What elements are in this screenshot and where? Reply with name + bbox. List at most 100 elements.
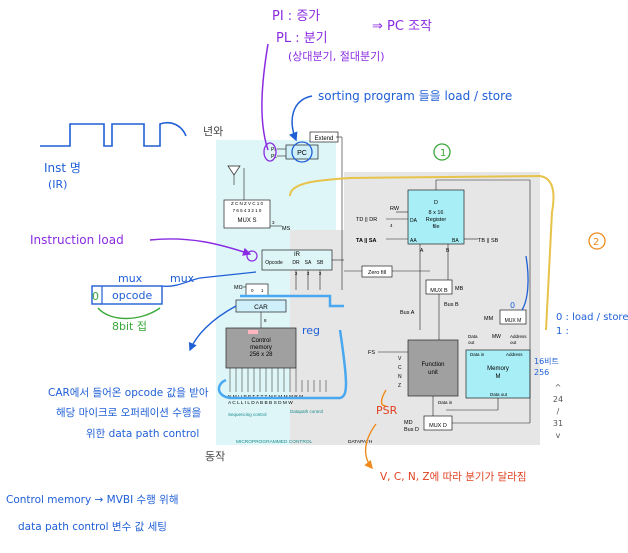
annot-256: 256 <box>534 368 549 377</box>
annot-mux-m-stroke <box>521 255 529 311</box>
ms-label: MS <box>282 226 291 232</box>
port-aa: AA <box>410 238 417 244</box>
mm-label: MM <box>484 316 494 322</box>
inverter-symbol <box>227 165 241 176</box>
function-unit-label-1: Function <box>421 362 444 368</box>
annot-control-highlight <box>217 329 348 400</box>
annot-circle-2 <box>588 232 606 250</box>
control-memory-label-1: Control <box>251 338 270 344</box>
annot-car-arrow <box>188 305 237 352</box>
scroll-down-button[interactable]: v <box>555 431 561 440</box>
annot-load-store-2: 1 : <box>556 326 569 337</box>
control-memory-label-3: 256 x 28 <box>249 352 273 358</box>
data-in-label: Data in <box>438 400 453 405</box>
side-text-bottom: 동작 <box>205 450 226 463</box>
function-unit-label-2: unit <box>428 370 438 376</box>
ir-field-sb: SB <box>317 260 324 266</box>
ir-field-dr: DR <box>292 260 300 266</box>
port-a: A <box>420 248 424 254</box>
annot-circle-2-text: 2 <box>593 237 599 248</box>
annot-psr-stroke <box>380 389 387 407</box>
datapath-control-label: Datapath control <box>290 409 323 414</box>
annot-mux-m-zero: 0 <box>510 301 515 310</box>
side-text-top: 년와 <box>203 125 224 138</box>
annot-car-highlight <box>240 294 344 308</box>
annot-sorting-arrow <box>289 95 313 142</box>
zero-fill <box>361 265 393 278</box>
memory-address-label: Address <box>506 352 523 357</box>
control-word-fields-2: A C L L I L D A B B B S D M W <box>228 400 293 406</box>
bus-d-label: Bus D <box>404 427 419 433</box>
ir-field-opcode: Opcode <box>265 260 283 266</box>
page-total: 31 <box>552 419 564 428</box>
flag-c: C <box>398 365 402 371</box>
annot-car-note-2: 해당 마이크로 오퍼레이션 수행을 <box>56 406 202 419</box>
control-memory-label-2: memory <box>250 345 272 351</box>
ir-label: IR <box>294 252 301 258</box>
mux-d-label: MUX D <box>429 423 447 429</box>
port-ba: BA <box>452 238 459 244</box>
sequencing-control-label: Sequencing control <box>228 412 267 417</box>
pc-register <box>285 144 319 160</box>
bus-a-label: Bus A <box>400 310 415 316</box>
mux-s <box>223 199 271 229</box>
datapath-caption: DATAPATH <box>348 439 373 445</box>
annot-reg-label: reg <box>302 324 320 337</box>
annot-circle-1-text: 1 <box>440 148 446 159</box>
annot-pi-circle <box>263 142 277 162</box>
annot-instruction-load: Instruction load <box>30 233 124 247</box>
data-out-label-1: Data <box>468 334 478 339</box>
annot-car-note-1: CAR에서 들어온 opcode 값을 받아 <box>48 387 209 399</box>
annot-8bit-label: 8bit 접 <box>112 320 147 333</box>
page-navigator: ^ 24 / 31 v <box>548 380 568 443</box>
annot-mux-circle <box>246 250 258 262</box>
memory-datain-top: Data in <box>470 352 485 357</box>
flag-z: Z <box>398 383 401 389</box>
register-file-label-2: file <box>432 224 439 230</box>
car-bits: 8 <box>264 318 267 323</box>
mux-c-in0: 0 <box>251 288 254 293</box>
annot-flags-note: V, C, N, Z에 따라 분기가 달라짐 <box>380 471 527 483</box>
mux-s-label: MUX S <box>237 218 256 224</box>
data-out-label-2: out <box>468 340 475 345</box>
memory-m-label-2: M <box>496 374 501 380</box>
mw-label: MW <box>492 334 501 340</box>
mux-c <box>245 283 269 297</box>
mb-label: MB <box>455 286 464 292</box>
zero-fill-label: Zero fill <box>368 270 386 276</box>
scroll-up-button[interactable]: ^ <box>554 383 562 392</box>
annot-instruction-load-arrow <box>149 238 252 256</box>
control-caption: MICROPROGRAMMED CONTROL <box>236 439 313 445</box>
tb-sb-label: TB || SB <box>478 238 499 244</box>
memory-dataout-label: Data out <box>490 392 508 397</box>
mux-m-label: MUX M <box>505 318 522 324</box>
annot-circle-1 <box>433 143 451 161</box>
register-file-size: 8 x 16 <box>429 210 444 216</box>
annot-car-note-3: 위한 data path control <box>86 427 199 440</box>
fs-label: FS <box>368 350 375 356</box>
mux-c-in1: 1 <box>261 288 264 293</box>
annot-pl-note-2: (상대분기, 절대분기) <box>288 50 385 63</box>
annot-clock-waveform <box>40 121 187 147</box>
port-da: DA <box>410 218 418 224</box>
extend-label: Extend <box>315 136 334 142</box>
annot-pc-note: ⇒ PC 조작 <box>372 19 432 34</box>
ta-sa-label: TA || SA <box>356 238 377 244</box>
annot-opcode-box <box>91 285 163 305</box>
memory-m-label-1: Memory <box>487 366 509 372</box>
annot-yellow-outline <box>289 174 555 331</box>
ir-field-sa: SA <box>305 260 312 266</box>
annot-pi-note: PI : 증가 <box>272 9 320 24</box>
flag-v: V <box>398 356 402 362</box>
control-memory <box>225 327 297 369</box>
annot-sorting-note: sorting program 들을 load / store <box>318 89 512 103</box>
annot-zero: 0 <box>92 290 99 303</box>
annot-8bit-brace <box>97 307 161 320</box>
annot-pi-stroke <box>261 43 269 151</box>
da-width: 4 <box>390 223 393 228</box>
mux-m <box>499 309 527 325</box>
memory-m <box>465 349 531 399</box>
pl-signal-label: PL <box>271 154 277 160</box>
